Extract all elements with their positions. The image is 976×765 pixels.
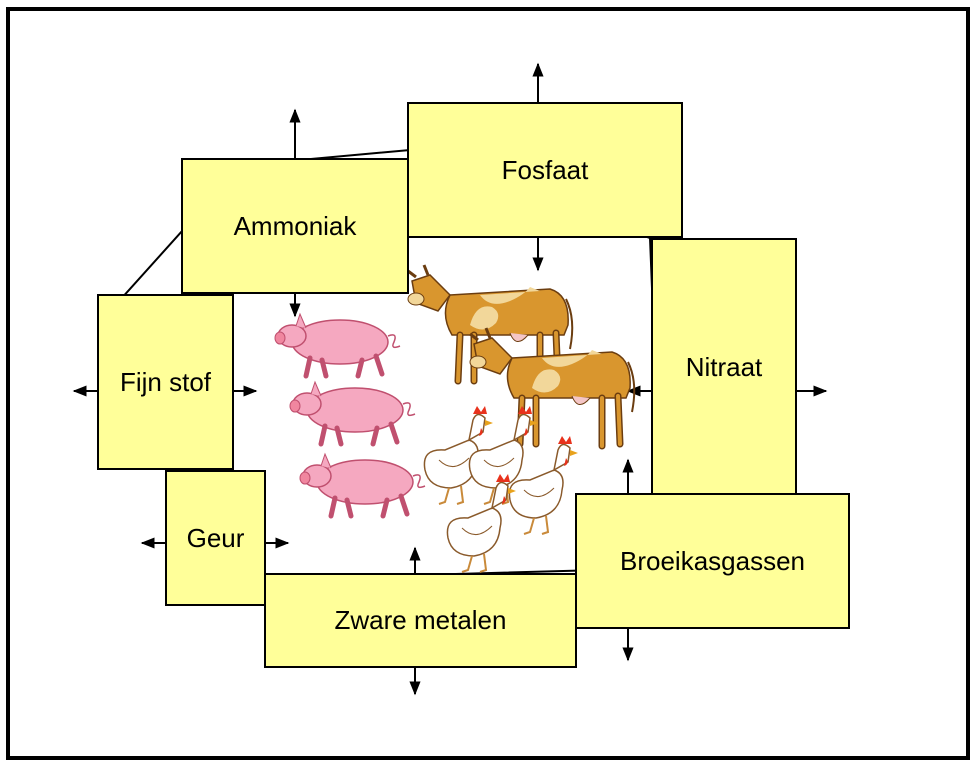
label-fijn-stof: Fijn stof [120, 367, 211, 398]
box-fijn-stof: Fijn stof [97, 294, 234, 470]
label-nitraat: Nitraat [686, 352, 763, 383]
box-zware-metalen: Zware metalen [264, 573, 577, 668]
box-geur: Geur [165, 470, 266, 606]
label-broeikasgassen: Broeikasgassen [620, 546, 805, 577]
label-geur: Geur [187, 523, 245, 554]
box-nitraat: Nitraat [651, 238, 797, 496]
label-ammoniak: Ammoniak [234, 211, 357, 242]
box-broeikasgassen: Broeikasgassen [575, 493, 850, 629]
label-zware-metalen: Zware metalen [335, 605, 507, 636]
box-fosfaat: Fosfaat [407, 102, 683, 238]
label-fosfaat: Fosfaat [502, 155, 589, 186]
box-ammoniak: Ammoniak [181, 158, 409, 294]
